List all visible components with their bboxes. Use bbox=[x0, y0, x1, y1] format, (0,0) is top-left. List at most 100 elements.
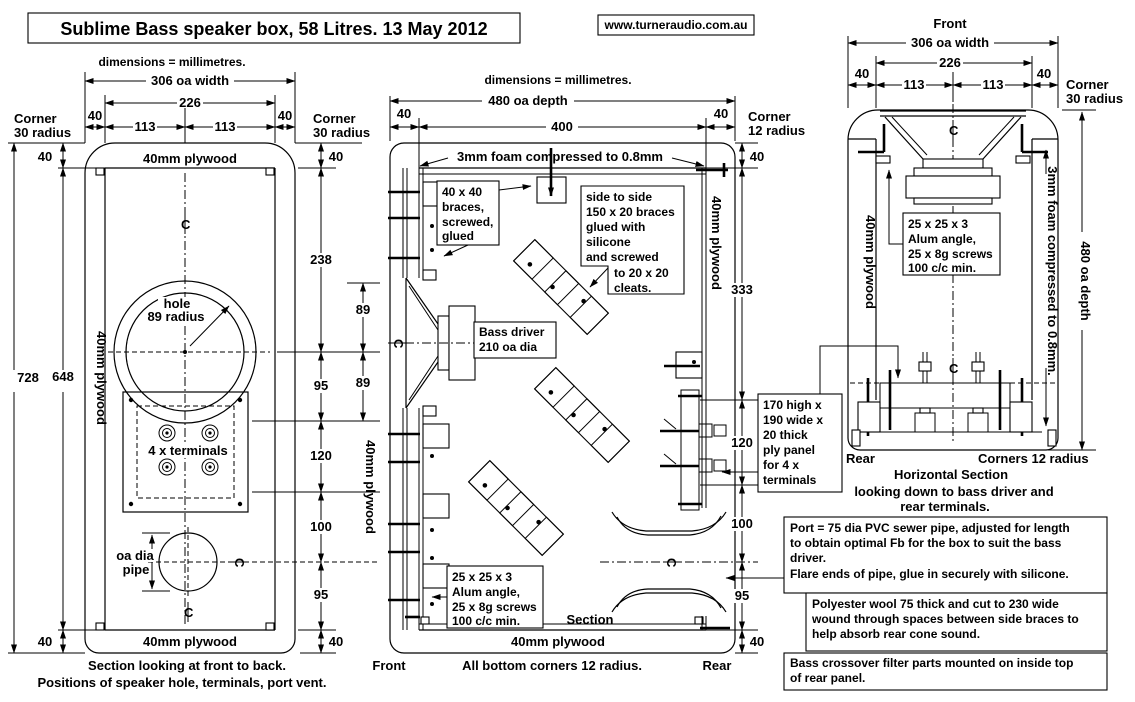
rear-label: Rear bbox=[846, 451, 875, 466]
svg-text:Polyester wool 75 thick and cu: Polyester wool 75 thick and cut to 230 w… bbox=[812, 597, 1059, 611]
note-boxes: Port = 75 dia PVC sewer pipe, adjusted f… bbox=[725, 516, 1108, 691]
front-view-top-dimensions: dimensions = millimetres. 306 oa width 2… bbox=[8, 55, 370, 144]
svg-text:to 20 x 20: to 20 x 20 bbox=[614, 266, 669, 280]
top-panel-label: 40mm plywood bbox=[143, 151, 237, 166]
svg-text:cleats.: cleats. bbox=[614, 281, 651, 295]
front-label: Front bbox=[933, 16, 967, 31]
svg-text:25 x 8g screws: 25 x 8g screws bbox=[908, 247, 993, 261]
dim-480: 480 oa depth bbox=[1078, 241, 1093, 321]
section-label: Section bbox=[567, 612, 614, 627]
corner-radius-label: 30 radius bbox=[313, 125, 370, 140]
hole-label: hole bbox=[164, 296, 191, 311]
dim-120: 120 bbox=[310, 448, 332, 463]
dim-480: 480 oa depth bbox=[488, 93, 568, 108]
svg-text:of rear panel.: of rear panel. bbox=[790, 671, 865, 685]
svg-text:20 thick: 20 thick bbox=[763, 428, 808, 442]
corner-radius-label: 12 radius bbox=[748, 123, 805, 138]
dim-40: 40 bbox=[329, 634, 343, 649]
dim-89: 89 bbox=[356, 375, 370, 390]
rear-caption: Rear bbox=[703, 658, 732, 673]
svg-text:Flare ends of pipe, glue in se: Flare ends of pipe, glue in securely wit… bbox=[790, 567, 1069, 581]
svg-text:side to side: side to side bbox=[586, 190, 652, 204]
dim-238: 238 bbox=[310, 252, 332, 267]
centerline-symbol: C bbox=[949, 358, 959, 378]
view-caption-3: rear terminals. bbox=[900, 499, 990, 514]
site-url[interactable]: www.turneraudio.com.au bbox=[604, 18, 748, 32]
dim-306: 306 oa width bbox=[911, 35, 989, 50]
svg-text:100 c/c min.: 100 c/c min. bbox=[908, 261, 976, 275]
units-note: dimensions = millimetres. bbox=[98, 55, 245, 69]
pipe-label: pipe bbox=[123, 562, 150, 577]
svg-text:wound through spaces between s: wound through spaces between side braces… bbox=[811, 612, 1079, 626]
bottom-panel-label: 40mm plywood bbox=[143, 634, 237, 649]
alum-angle-callout: 25 x 25 x 3 Alum angle, 25 x 8g screws 1… bbox=[886, 169, 1001, 276]
page-title: Sublime Bass speaker box, 58 Litres. 13 … bbox=[60, 19, 487, 39]
svg-text:to obtain optimal Fb for the b: to obtain optimal Fb for the box to suit… bbox=[790, 536, 1062, 550]
side-brace bbox=[467, 459, 565, 557]
svg-text:25 x 8g screws: 25 x 8g screws bbox=[452, 600, 537, 614]
rear-terminal-panel bbox=[660, 389, 727, 511]
svg-text:190 wide x: 190 wide x bbox=[763, 413, 823, 427]
rear-panel bbox=[664, 163, 730, 630]
corner-radius-label: 30 radius bbox=[1066, 91, 1123, 106]
svg-text:and screwed: and screwed bbox=[586, 250, 659, 264]
svg-text:C: C bbox=[949, 123, 959, 138]
svg-text:screwed,: screwed, bbox=[442, 215, 493, 229]
svg-text:terminals: terminals bbox=[763, 473, 817, 487]
corners-12-label: Corners 12 radius bbox=[978, 451, 1089, 466]
dim-40: 40 bbox=[397, 106, 411, 121]
title-box bbox=[27, 12, 521, 44]
port-pipe-flare: C bbox=[600, 511, 758, 613]
hole-radius-label: 89 radius bbox=[147, 309, 204, 324]
front-view-caption-2: Positions of speaker hole, terminals, po… bbox=[38, 675, 327, 690]
svg-text:40 x 40: 40 x 40 bbox=[442, 185, 482, 199]
svg-text:braces,: braces, bbox=[442, 200, 484, 214]
svg-text:25 x 25 x 3: 25 x 25 x 3 bbox=[908, 217, 968, 231]
left-wall-label: 40mm plywood bbox=[94, 331, 109, 425]
bass-driver: C bbox=[388, 269, 484, 417]
dim-40: 40 bbox=[1037, 66, 1051, 81]
svg-text:C: C bbox=[949, 361, 959, 376]
corner-radius-label: 30 radius bbox=[14, 125, 71, 140]
bottom-panel-label: 40mm plywood bbox=[511, 634, 605, 649]
corners-caption: All bottom corners 12 radius. bbox=[462, 658, 642, 673]
crossover-note-box: Bass crossover filter parts mounted on i… bbox=[783, 652, 1108, 691]
dim-95: 95 bbox=[735, 588, 749, 603]
dim-40: 40 bbox=[88, 108, 102, 123]
cabinet-outline bbox=[84, 142, 296, 654]
rear-terminal-assembly bbox=[850, 352, 1057, 447]
dim-113: 113 bbox=[215, 119, 236, 134]
port-vent-hole: oa dia pipe bbox=[115, 527, 380, 599]
terminal-icon bbox=[158, 424, 219, 476]
corner-label: Corner bbox=[1066, 77, 1109, 92]
centerline-symbol: C bbox=[231, 558, 249, 568]
svg-text:ply panel: ply panel bbox=[763, 443, 815, 457]
svg-text:150 x 20 braces: 150 x 20 braces bbox=[586, 205, 675, 219]
units-note: dimensions = millimetres. bbox=[484, 73, 631, 87]
bass-driver-callout: Bass driver 210 oa dia bbox=[473, 321, 557, 359]
front-view-caption-1: Section looking at front to back. bbox=[88, 658, 286, 673]
braces-callout: 40 x 40 braces, screwed, glued bbox=[436, 180, 532, 257]
corner-label: Corner bbox=[748, 109, 791, 124]
svg-text:Alum angle,: Alum angle, bbox=[908, 232, 976, 246]
depth-dimension: 480 oa depth bbox=[1048, 109, 1096, 451]
url-box bbox=[597, 14, 755, 36]
svg-text:Bass driver: Bass driver bbox=[479, 325, 545, 339]
dim-400: 400 bbox=[551, 119, 573, 134]
dim-40: 40 bbox=[38, 634, 52, 649]
speaker-hole: hole 89 radius bbox=[108, 280, 270, 424]
dim-40: 40 bbox=[750, 149, 764, 164]
view-caption-1: Horizontal Section bbox=[894, 467, 1008, 482]
dim-226: 226 bbox=[179, 95, 201, 110]
dim-40: 40 bbox=[855, 66, 869, 81]
side-braces-callout: side to side 150 x 20 braces glued with … bbox=[580, 185, 685, 295]
svg-text:silicone: silicone bbox=[586, 235, 631, 249]
dim-120: 120 bbox=[731, 435, 753, 450]
svg-text:25 x 25 x 3: 25 x 25 x 3 bbox=[452, 570, 512, 584]
radius-arrow bbox=[189, 305, 230, 347]
svg-text:driver.: driver. bbox=[790, 551, 826, 565]
dim-113: 113 bbox=[983, 77, 1004, 92]
ply-panel-callout: 170 high x 190 wide x 20 thick ply panel… bbox=[721, 345, 901, 493]
bass-driver-top bbox=[858, 110, 1048, 205]
